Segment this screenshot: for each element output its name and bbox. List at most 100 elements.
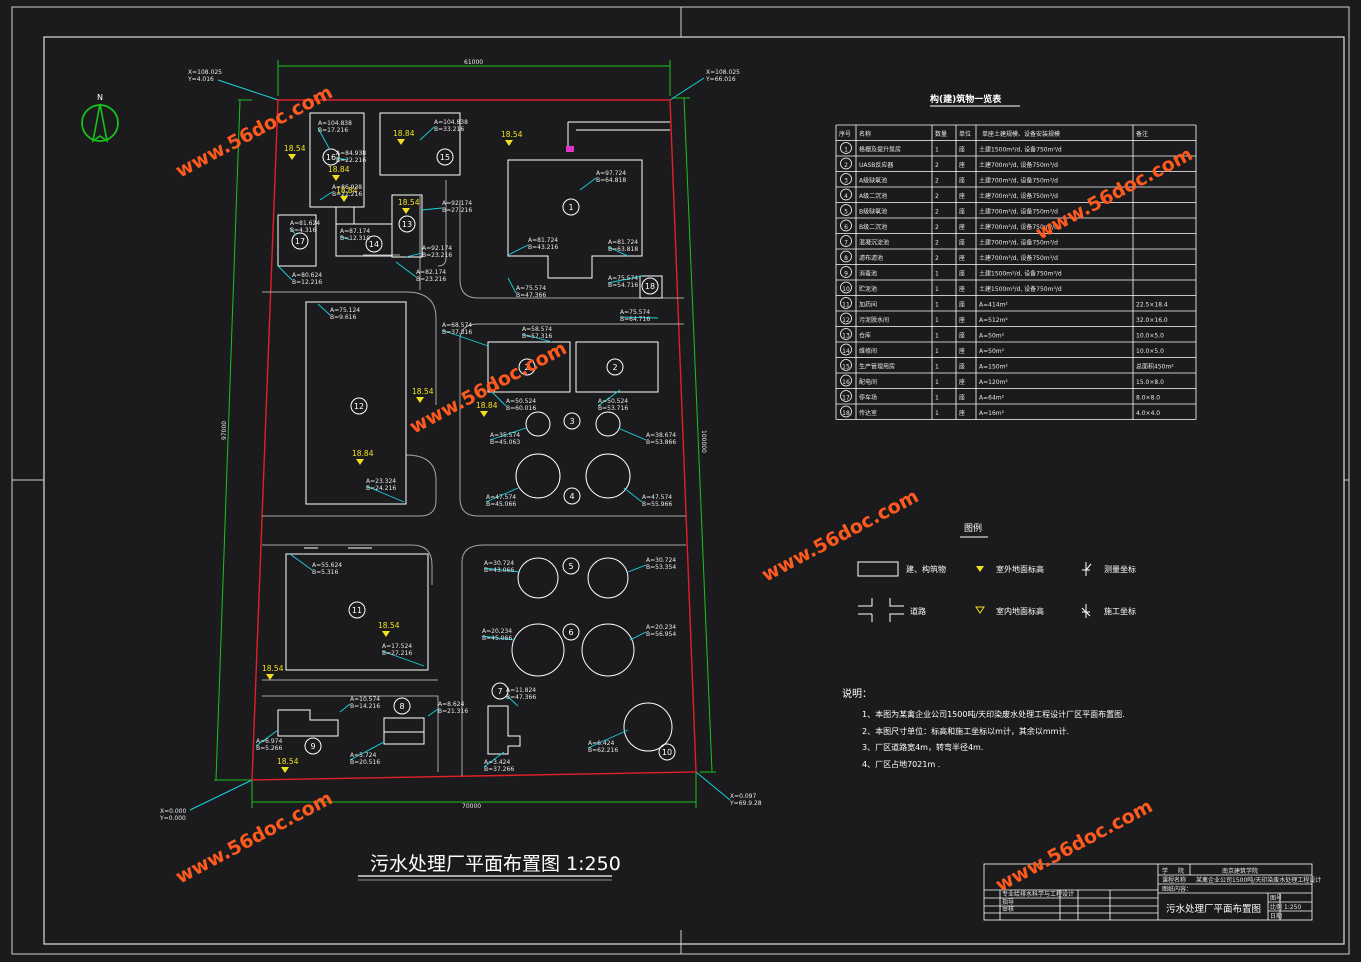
svg-text:1: 1	[935, 410, 939, 417]
svg-text:1: 1	[935, 286, 939, 293]
building-number: 15	[440, 153, 450, 162]
tb-r2: 课程名称	[1162, 876, 1186, 884]
svg-text:8: 8	[844, 255, 848, 262]
building-number: 3	[569, 417, 574, 426]
tb-drawing-name: 污水处理厂平面布置图	[1166, 903, 1261, 915]
elevation-mark: 18.54	[398, 198, 420, 214]
elevation-mark: 18.84	[328, 165, 350, 181]
svg-text:B=57.316: B=57.316	[522, 333, 552, 340]
svg-text:A=38.674: A=38.674	[646, 432, 676, 439]
svg-text:A级缺氧池: A级缺氧池	[859, 177, 887, 185]
elevation-mark: 18.84	[352, 449, 374, 465]
svg-text:A=17.524: A=17.524	[382, 643, 412, 650]
svg-text:A=50.524: A=50.524	[598, 398, 628, 405]
svg-text:A=104.838: A=104.838	[318, 120, 352, 127]
building-number: 16	[326, 153, 336, 162]
watermark: www.56doc.com	[172, 81, 336, 182]
svg-text:10: 10	[842, 286, 850, 293]
svg-text:单位: 单位	[959, 130, 971, 138]
drawing-title: 污水处理厂平面布置图 1:250	[370, 853, 621, 875]
svg-text:B=5.316: B=5.316	[312, 569, 339, 576]
svg-text:A=10.574: A=10.574	[350, 696, 380, 703]
svg-text:A=47.574: A=47.574	[486, 494, 516, 501]
svg-text:A=6.424: A=6.424	[588, 740, 614, 747]
svg-text:A=92.174: A=92.174	[442, 200, 472, 207]
svg-text:B=23.216: B=23.216	[416, 276, 446, 283]
elevation-mark: 18.54	[277, 757, 299, 773]
building-16-marker: 16	[322, 148, 340, 166]
svg-text:18.54: 18.54	[412, 387, 434, 396]
svg-text:5: 5	[844, 209, 848, 216]
svg-text:B=55.966: B=55.966	[642, 501, 672, 508]
svg-text:A=81.724: A=81.724	[528, 237, 558, 244]
svg-text:2: 2	[935, 193, 939, 200]
roads	[262, 180, 686, 776]
svg-text:A=64m²: A=64m²	[979, 395, 1005, 402]
svg-text:总面积450m²: 总面积450m²	[1136, 363, 1174, 371]
tb-r3: 图纸内容：	[1162, 885, 1192, 893]
svg-text:A=81.724: A=81.724	[608, 239, 638, 246]
svg-text:22.5×18.4: 22.5×18.4	[1136, 302, 1168, 309]
svg-text:A=120m²: A=120m²	[979, 379, 1008, 386]
svg-text:座: 座	[959, 192, 965, 200]
svg-text:A=8.624: A=8.624	[438, 701, 464, 708]
svg-text:B=54.716: B=54.716	[608, 282, 638, 289]
tb-school: 南京建筑学院	[1222, 867, 1258, 875]
svg-text:座: 座	[959, 347, 965, 355]
svg-text:A=75.574: A=75.574	[516, 285, 546, 292]
notes: 说明： 1、本图为某禽企业公司1500吨/天印染废水处理工程设计厂区平面布置图.…	[842, 687, 1125, 769]
svg-text:A=50m²: A=50m²	[979, 333, 1005, 340]
svg-text:1: 1	[935, 271, 939, 278]
svg-text:A=5.724: A=5.724	[350, 752, 376, 759]
svg-text:仓库: 仓库	[859, 332, 871, 340]
svg-text:18.84: 18.84	[352, 449, 374, 458]
outdoor-elevation-icon	[976, 566, 984, 572]
svg-text:配电间: 配电间	[859, 378, 877, 386]
building-number: 7	[497, 687, 502, 696]
svg-text:A=30.724: A=30.724	[484, 560, 514, 567]
svg-text:8.0×8.0: 8.0×8.0	[1136, 395, 1160, 402]
svg-text:B=43.216: B=43.216	[528, 244, 558, 251]
svg-text:图号: 图号	[1270, 895, 1282, 902]
svg-text:给排水科学与工程: 给排水科学与工程	[1014, 890, 1062, 898]
table-title: 构(建)筑物一览表	[930, 93, 1002, 105]
svg-text:18.54: 18.54	[378, 621, 400, 630]
svg-text:1: 1	[935, 333, 939, 340]
svg-text:14: 14	[842, 348, 850, 355]
svg-text:2: 2	[935, 209, 939, 216]
svg-text:13: 13	[842, 333, 850, 340]
svg-text:32.0×16.0: 32.0×16.0	[1136, 317, 1168, 324]
svg-text:A=104.838: A=104.838	[434, 119, 468, 126]
svg-text:B=33.216: B=33.216	[434, 126, 464, 133]
svg-text:B=21.316: B=21.316	[438, 708, 468, 715]
elevation-mark: 18.84	[393, 129, 415, 145]
svg-text:土建700m³/d, 设备750m³/d: 土建700m³/d, 设备750m³/d	[979, 192, 1058, 200]
building-6-marker: 6	[562, 623, 580, 641]
svg-text:18: 18	[842, 410, 850, 417]
building-14-marker: 14	[365, 235, 383, 253]
svg-text:B=12.216: B=12.216	[292, 279, 322, 286]
svg-text:2: 2	[935, 240, 939, 247]
buildings-walls	[277, 112, 673, 755]
svg-text:1: 1	[935, 348, 939, 355]
svg-text:比例: 比例	[1270, 903, 1282, 911]
svg-text:A=75.574: A=75.574	[620, 309, 650, 316]
svg-text:B=43.066: B=43.066	[484, 567, 514, 574]
building-13-marker: 13	[398, 215, 416, 233]
corner-bl-x: X=0.000	[160, 808, 186, 815]
svg-text:1: 1	[935, 395, 939, 402]
